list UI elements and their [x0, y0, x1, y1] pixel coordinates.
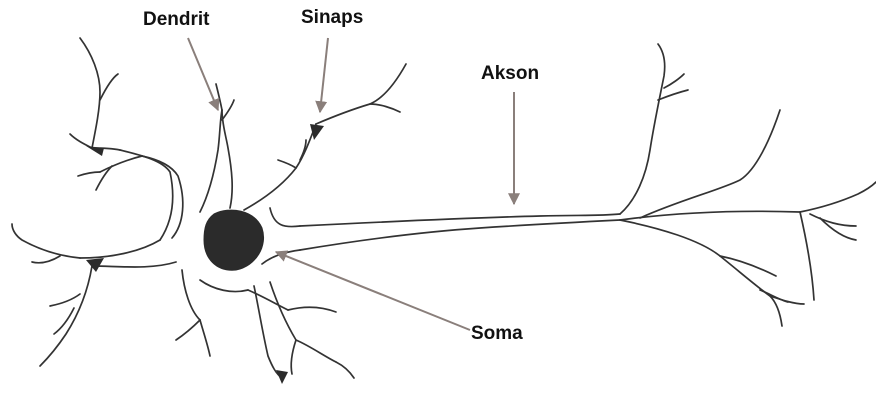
dendrite-branches-left — [12, 224, 92, 366]
cell-body-outline — [80, 110, 316, 378]
synapse-arrow — [320, 38, 328, 112]
axon-terminals — [620, 44, 876, 326]
dendrite-label: Dendrit — [143, 10, 210, 29]
soma-label: Soma — [471, 324, 523, 343]
dendrite-branches-bottom — [176, 290, 354, 378]
label-arrows — [188, 38, 514, 330]
axon-trunk — [300, 214, 620, 250]
nucleus — [204, 210, 264, 270]
dendrite-branches-upper-left — [70, 38, 142, 190]
dendrite-branches-top — [216, 64, 406, 168]
soma-arrow — [276, 252, 470, 330]
synapse-knob-left — [86, 258, 104, 272]
synapse-knob-top — [310, 124, 324, 140]
axon-label: Akson — [481, 64, 539, 83]
dendrite-arrow — [188, 38, 218, 110]
synapse-label: Sinaps — [301, 8, 363, 27]
synapse-knob-bottom — [276, 370, 288, 384]
